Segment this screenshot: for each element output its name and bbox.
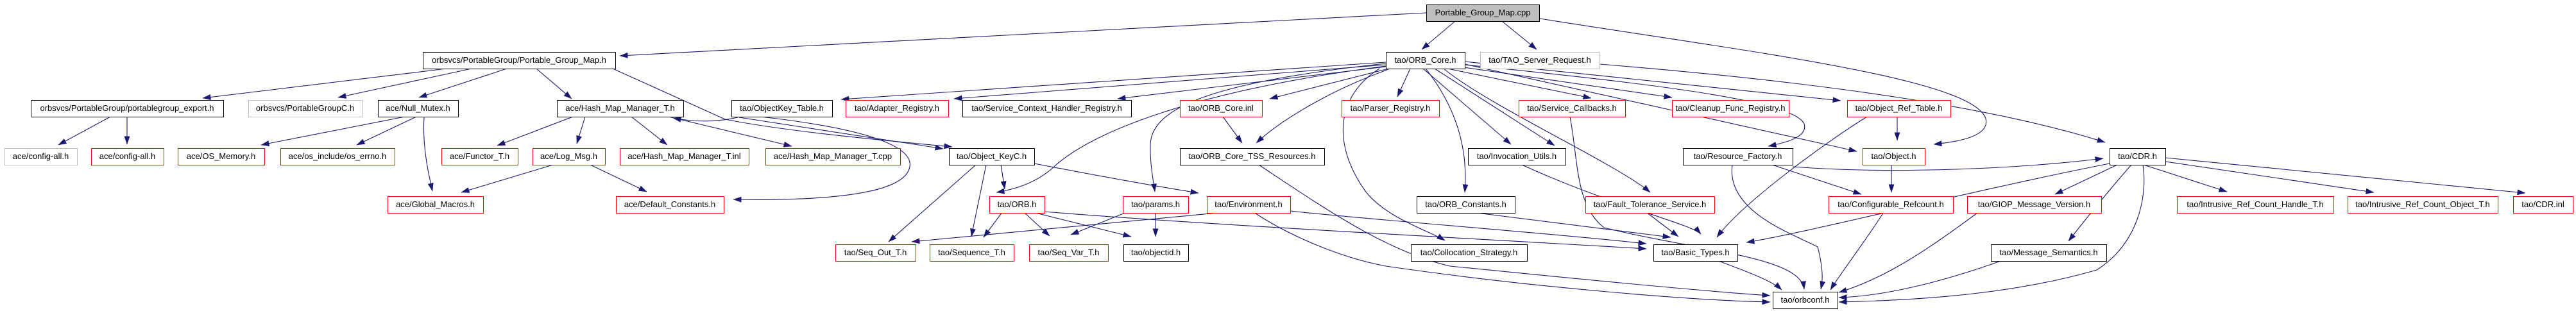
svg-text:tao/objectid.h: tao/objectid.h [1131, 248, 1181, 257]
svg-text:tao/Configurable_Refcount.h: tao/Configurable_Refcount.h [1838, 199, 1944, 209]
svg-text:tao/ORB_Core_TSS_Resources.h: tao/ORB_Core_TSS_Resources.h [1189, 151, 1316, 161]
svg-text:ace/Log_Msg.h: ace/Log_Msg.h [540, 151, 597, 161]
svg-text:tao/CDR.inl: tao/CDR.inl [2521, 199, 2564, 209]
svg-text:tao/Seq_Out_T.h: tao/Seq_Out_T.h [844, 248, 907, 257]
svg-text:tao/ORB_Constants.h: tao/ORB_Constants.h [1425, 199, 1506, 209]
svg-text:tao/Resource_Factory.h: tao/Resource_Factory.h [1694, 151, 1782, 161]
svg-text:tao/TAO_Server_Request.h: tao/TAO_Server_Request.h [1488, 55, 1591, 65]
svg-text:tao/Seq_Var_T.h: tao/Seq_Var_T.h [1038, 248, 1100, 257]
svg-text:orbsvcs/PortableGroup/Portable: orbsvcs/PortableGroup/Portable_Group_Map… [432, 55, 606, 65]
svg-text:tao/Parser_Registry.h: tao/Parser_Registry.h [1351, 103, 1431, 113]
svg-text:tao/Cleanup_Func_Registry.h: tao/Cleanup_Func_Registry.h [1675, 103, 1785, 113]
svg-text:ace/Functor_T.h: ace/Functor_T.h [450, 151, 509, 161]
svg-text:orbsvcs/PortableGroupC.h: orbsvcs/PortableGroupC.h [256, 103, 354, 113]
svg-text:tao/Intrusive_Ref_Count_Object: tao/Intrusive_Ref_Count_Object_T.h [2355, 199, 2490, 209]
svg-text:tao/Object.h: tao/Object.h [1871, 151, 1916, 161]
svg-text:tao/ORB.h: tao/ORB.h [998, 199, 1037, 209]
svg-text:tao/ObjectKey_Table.h: tao/ObjectKey_Table.h [740, 103, 824, 113]
svg-text:tao/Adapter_Registry.h: tao/Adapter_Registry.h [855, 103, 939, 113]
svg-text:tao/Service_Context_Handler_Re: tao/Service_Context_Handler_Registry.h [971, 103, 1122, 113]
svg-text:tao/Fault_Tolerance_Service.h: tao/Fault_Tolerance_Service.h [1594, 199, 1707, 209]
svg-text:tao/ORB_Core.h: tao/ORB_Core.h [1394, 55, 1456, 65]
svg-text:tao/Object_Ref_Table.h: tao/Object_Ref_Table.h [1855, 103, 1943, 113]
svg-text:tao/Service_Callbacks.h: tao/Service_Callbacks.h [1527, 103, 1616, 113]
svg-text:ace/Global_Macros.h: ace/Global_Macros.h [396, 199, 475, 209]
svg-text:tao/Basic_Types.h: tao/Basic_Types.h [1661, 248, 1729, 257]
svg-text:tao/Invocation_Utils.h: tao/Invocation_Utils.h [1477, 151, 1557, 161]
svg-text:tao/Object_KeyC.h: tao/Object_KeyC.h [957, 151, 1027, 161]
svg-text:ace/OS_Memory.h: ace/OS_Memory.h [187, 151, 255, 161]
svg-text:ace/os_include/os_errno.h: ace/os_include/os_errno.h [289, 151, 387, 161]
svg-text:ace/Hash_Map_Manager_T.inl: ace/Hash_Map_Manager_T.inl [627, 151, 740, 161]
svg-text:tao/Sequence_T.h: tao/Sequence_T.h [938, 248, 1005, 257]
svg-text:ace/config-all.h: ace/config-all.h [13, 151, 69, 161]
svg-text:ace/Hash_Map_Manager_T.cpp: ace/Hash_Map_Manager_T.cpp [774, 151, 892, 161]
svg-text:tao/Intrusive_Ref_Count_Handle: tao/Intrusive_Ref_Count_Handle_T.h [2187, 199, 2323, 209]
svg-text:tao/CDR.h: tao/CDR.h [2118, 151, 2157, 161]
svg-text:tao/Collocation_Strategy.h: tao/Collocation_Strategy.h [1420, 248, 1518, 257]
svg-text:ace/Hash_Map_Manager_T.h: ace/Hash_Map_Manager_T.h [565, 103, 675, 113]
svg-text:ace/config-all.h: ace/config-all.h [99, 151, 155, 161]
svg-text:tao/params.h: tao/params.h [1131, 199, 1180, 209]
svg-text:tao/GIOP_Message_Version.h: tao/GIOP_Message_Version.h [1978, 199, 2091, 209]
svg-text:tao/ORB_Core.inl: tao/ORB_Core.inl [1188, 103, 1254, 113]
svg-text:tao/orbconf.h: tao/orbconf.h [1781, 295, 1830, 305]
svg-text:orbsvcs/PortableGroup/portable: orbsvcs/PortableGroup/portablegroup_expo… [40, 103, 214, 113]
svg-text:ace/Null_Mutex.h: ace/Null_Mutex.h [386, 103, 450, 113]
svg-text:tao/Message_Semantics.h: tao/Message_Semantics.h [1999, 248, 2097, 257]
svg-text:ace/Default_Constants.h: ace/Default_Constants.h [624, 199, 715, 209]
svg-text:tao/Environment.h: tao/Environment.h [1215, 199, 1283, 209]
svg-text:Portable_Group_Map.cpp: Portable_Group_Map.cpp [1435, 8, 1531, 17]
